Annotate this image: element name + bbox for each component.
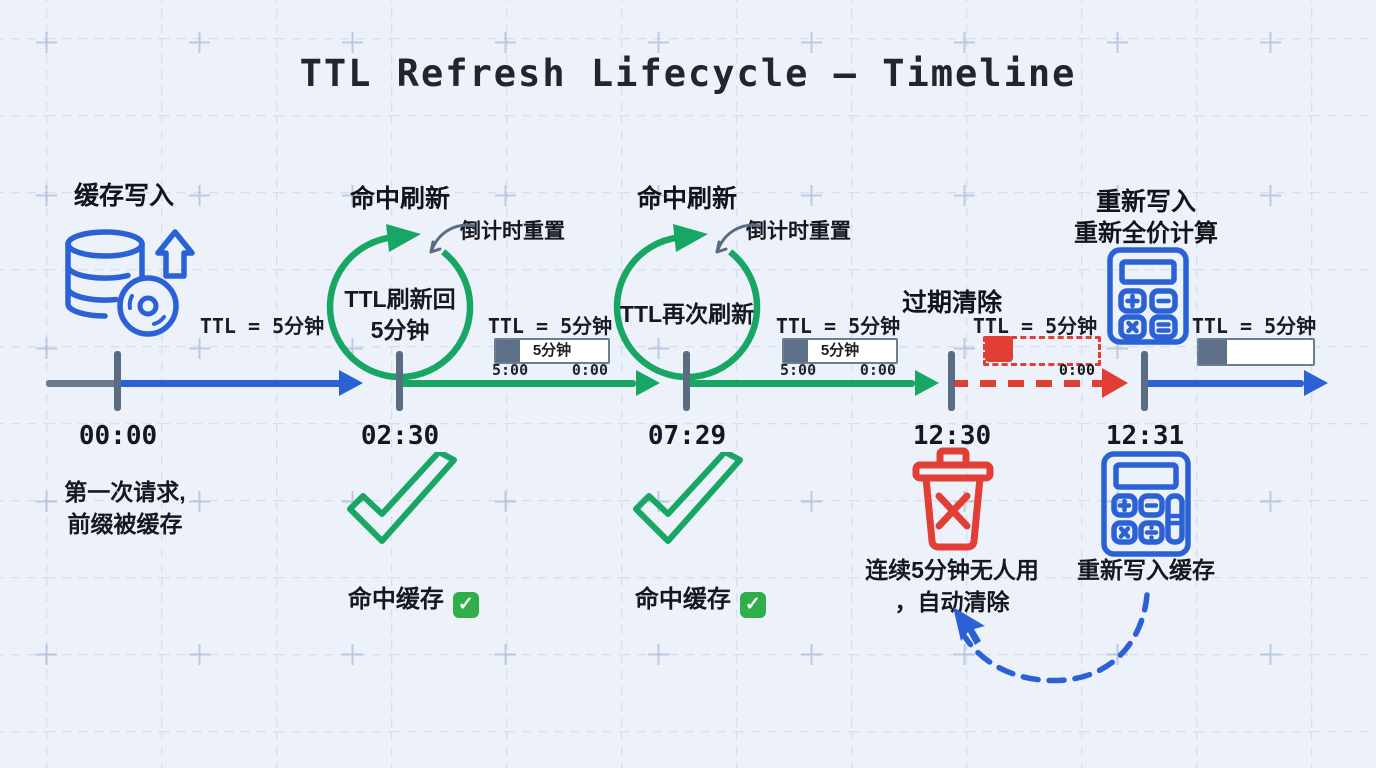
timeline-arrowhead-green-2 [915,370,939,396]
timeline-tick-0000 [114,351,121,411]
hit-cache-caption-1: 命中缓存 ✓ [300,551,500,646]
timestamp-rewrite: 12:31 [1105,421,1185,451]
timeline-segment-green-1 [400,380,636,387]
ttl-progress-fill [1199,340,1227,364]
ttl-progress-bar-5 [1197,338,1315,366]
ttl-progress-bar-3: 5分钟 [782,338,898,364]
check-icon-1 [347,452,457,544]
loop1-text-line1: TTL刷新回 [344,286,456,312]
timeline-arrowhead-blue-1 [339,370,363,396]
expire-note-line2: ，自动清除 [894,589,1010,615]
countdown-reset-arrow-1 [429,223,476,254]
bar-empty-label: 0:00 [859,361,896,379]
timestamp-expire: 12:30 [912,421,992,451]
loop1-text-line2: 5分钟 [370,317,430,343]
check-badge-icon: ✓ [739,592,766,618]
upload-arrow-icon [155,229,195,279]
ttl-progress-fill [784,340,808,362]
bar-full-label: 5:00 [780,361,817,379]
stage-header-write: 缓存写入 [73,182,174,210]
ttl-progress-bar-2: 5分钟 [494,338,610,364]
ttl-expired-remainder [985,336,1013,362]
countdown-reset-label-1: 倒计时重置 [460,220,565,243]
timeline-arrowhead-blue-2 [1304,370,1328,396]
timestamp-write: 00:00 [78,421,158,451]
cursor-arrow-icon [953,592,1150,684]
timeline-arrowhead-red [1102,368,1128,398]
ttl-label-5: TTL = 5分钟 [1191,314,1317,338]
timeline-tick-1231 [1141,351,1148,411]
disc-icon [117,275,179,337]
ttl-label-1: TTL = 5分钟 [199,314,325,338]
expired-bar-empty-label: 0:00 [1058,361,1095,379]
timeline-tick-0230 [396,351,403,411]
timeline-segment-pre [46,380,120,387]
hit-cache-text: 命中缓存 [634,586,731,613]
ttl-progress-value: 5分钟 [532,342,572,359]
write-note-line2: 前缀被缓存 [67,511,183,537]
check-icon-2 [633,452,743,544]
ttl-progress-value: 5分钟 [820,342,860,359]
rewrite-note: 重新写入缓存 [1077,557,1215,583]
timeline-tick-0729 [683,351,690,411]
stage-header-refresh2: 命中刷新 [636,185,737,213]
timeline-tick-1230 [948,351,955,411]
stage-header-rewrite-line2: 重新全价计算 [1074,220,1218,247]
hit-cache-caption-2: 命中缓存 ✓ [587,551,787,646]
calculator-icon-bottom [1101,451,1191,557]
loop2-text: TTL再次刷新 [619,301,755,327]
timestamp-refresh1: 02:30 [360,421,440,451]
timeline-arrowhead-green-1 [636,370,660,396]
calculator-icon-top [1107,247,1189,345]
ttl-progress-fill [496,340,520,362]
expire-note-line1: 连续5分钟无人用 [865,557,1039,583]
refresh-loop-icon-1 [326,224,474,381]
ttl-bar-times-3: 5:00 0:00 [780,361,896,379]
bar-full-label: 5:00 [492,361,529,379]
bar-empty-label: 0:00 [571,361,608,379]
timeline-segment-blue-2 [1145,380,1304,387]
ttl-label-4: TTL = 5分钟 [972,314,1098,338]
refresh-loop-icon-2 [613,224,761,381]
stage-header-rewrite-line1: 重新写入 [1095,188,1196,216]
ttl-label-3: TTL = 5分钟 [775,314,901,338]
write-note: 第一次请求, 前缀被缓存 [30,476,220,540]
expire-note: 连续5分钟无人用 ，自动清除 [847,554,1057,618]
timeline-segment-green-2 [687,380,915,387]
ttl-bar-times-2: 5:00 0:00 [492,361,608,379]
write-note-line1: 第一次请求, [64,479,186,505]
hit-cache-text: 命中缓存 [347,586,444,613]
timeline-segment-red-dashed [952,380,1104,387]
countdown-reset-arrow-2 [715,223,762,254]
check-badge-icon: ✓ [452,592,479,618]
timeline-segment-blue-1 [118,380,346,387]
ttl-label-2: TTL = 5分钟 [487,314,613,338]
page-title: TTL Refresh Lifecycle – Timeline [299,52,1077,95]
countdown-reset-label-2: 倒计时重置 [746,220,851,243]
trash-icon [912,447,994,551]
ttl-expired-bar [983,336,1101,366]
database-icon [65,229,195,337]
timestamp-refresh2: 07:29 [647,421,727,451]
stage-header-refresh1: 命中刷新 [349,185,450,213]
stage-header-expire: 过期清除 [901,289,1002,317]
